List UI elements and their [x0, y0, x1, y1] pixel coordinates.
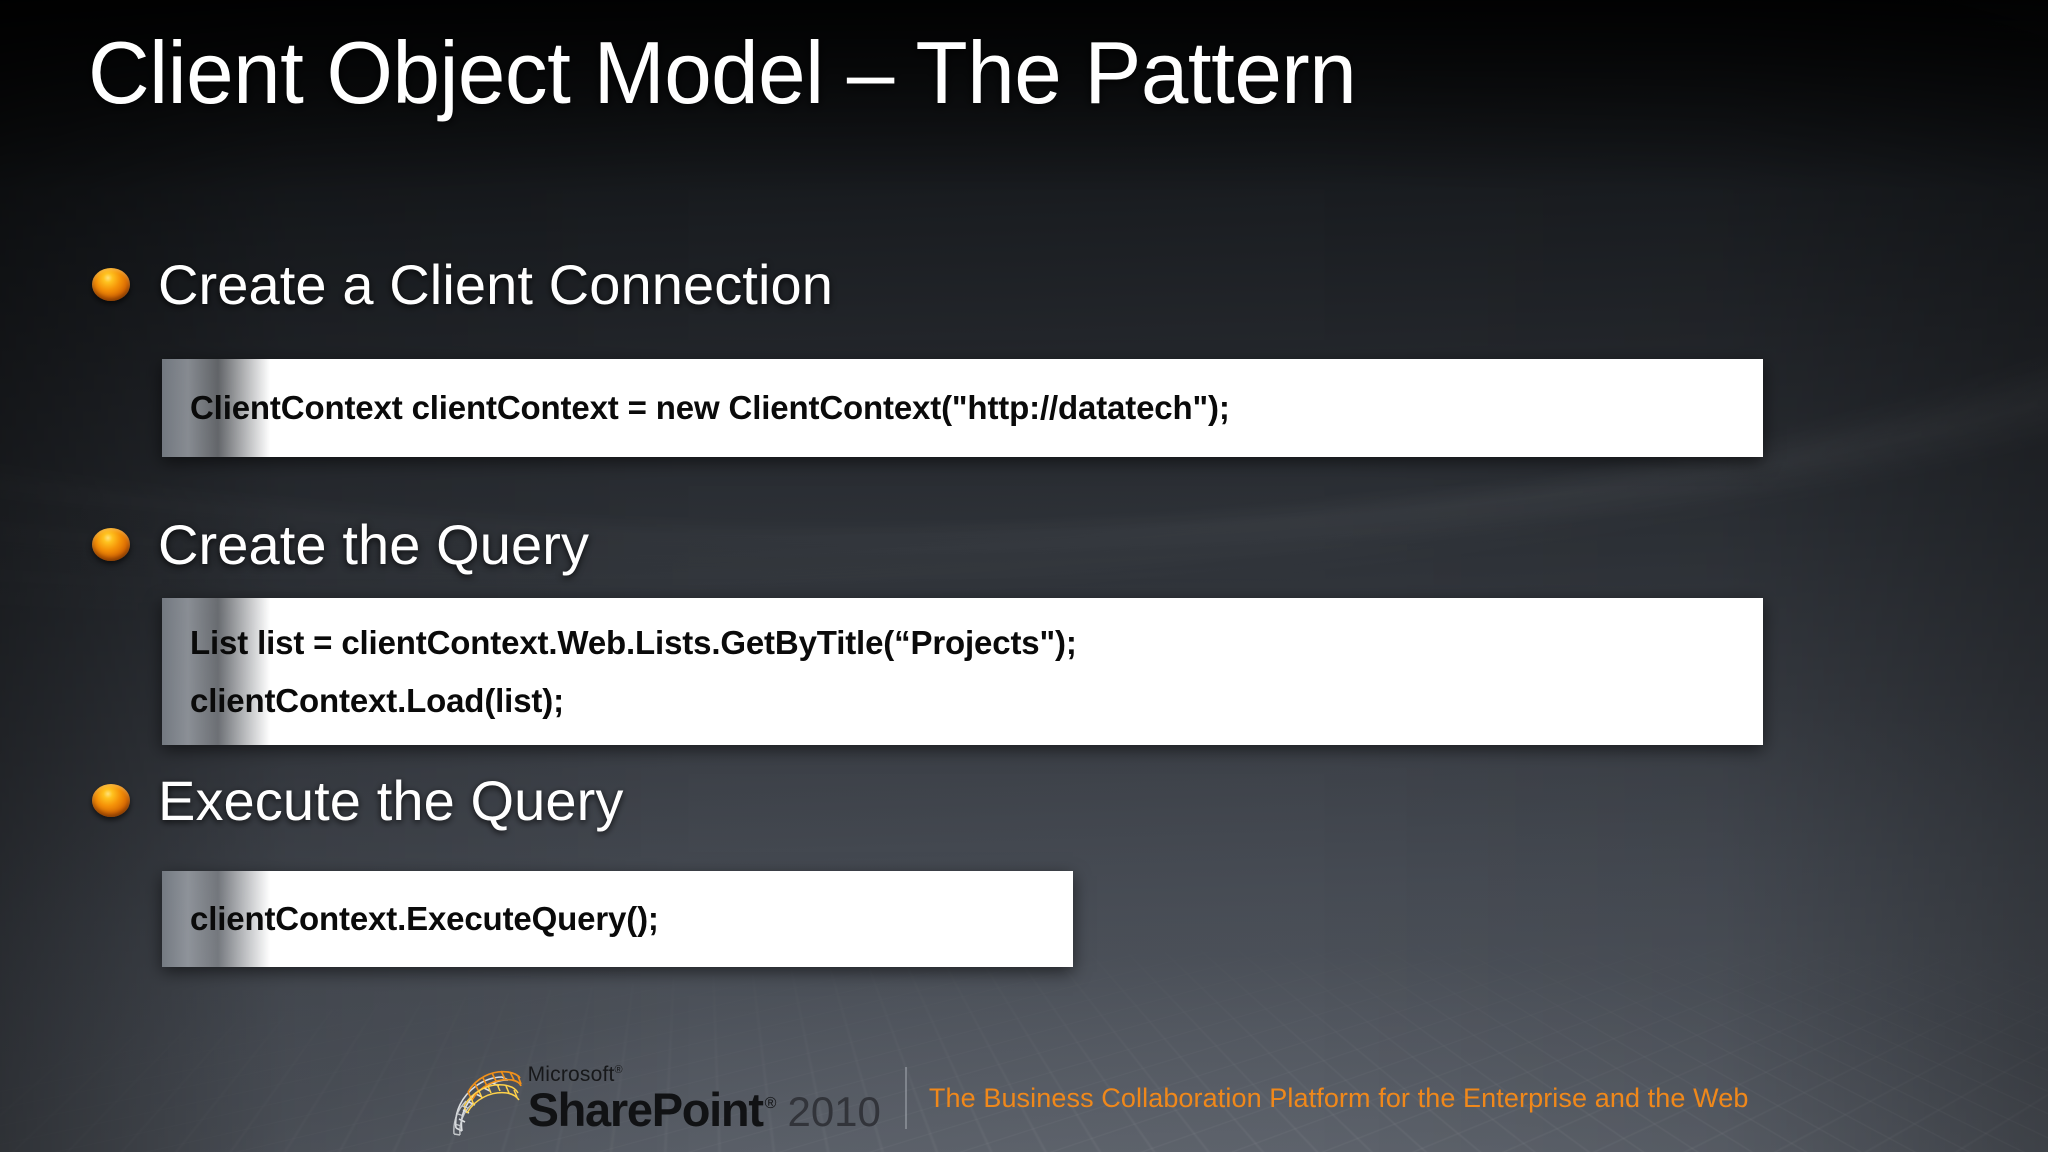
microsoft-registered-mark: ®	[614, 1063, 623, 1076]
code-line: clientContext.Load(list);	[190, 681, 564, 719]
bullet-label: Create a Client Connection	[158, 253, 833, 316]
microsoft-text: Microsoft	[527, 1062, 615, 1086]
code-line: ClientContext clientContext = new Client…	[190, 389, 1230, 426]
code-box-execute-query: clientContext.ExecuteQuery();	[162, 871, 1073, 967]
slide-footer: Microsoft® SharePoint ® 2010 The Busines…	[0, 1044, 2048, 1152]
sharepoint-year: 2010	[787, 1087, 881, 1135]
bullet-sphere-icon	[92, 268, 130, 301]
background-top-shade	[0, 0, 2048, 190]
microsoft-label: Microsoft®	[528, 1064, 881, 1085]
bullet-item-create-the-query: Create the Query	[92, 512, 589, 577]
footer-branding: Microsoft® SharePoint ® 2010 The Busines…	[450, 1060, 1749, 1136]
bullet-label: Execute the Query	[158, 769, 624, 832]
footer-tagline: The Business Collaboration Platform for …	[928, 1082, 1749, 1113]
sharepoint-product-name: SharePoint	[527, 1082, 764, 1136]
sharepoint-logo-icon	[452, 1070, 522, 1136]
footer-divider	[904, 1067, 907, 1129]
code-line: List list = clientContext.Web.Lists.GetB…	[190, 623, 1077, 661]
bullet-sphere-icon	[92, 528, 130, 561]
sharepoint-wordmark: Microsoft® SharePoint ® 2010	[528, 1064, 881, 1133]
bullet-item-execute-the-query: Execute the Query	[92, 768, 624, 833]
product-name-row: SharePoint ® 2010	[528, 1086, 881, 1133]
bullet-label: Create the Query	[158, 513, 590, 576]
code-box-create-query: List list = clientContext.Web.Lists.GetB…	[162, 598, 1763, 745]
bullet-item-create-a-client-connection: Create a Client Connection	[92, 252, 833, 317]
bullet-sphere-icon	[92, 784, 130, 817]
code-line: clientContext.ExecuteQuery();	[190, 900, 659, 937]
code-box-client-connection: ClientContext clientContext = new Client…	[162, 359, 1763, 457]
slide-title: Client Object Model – The Pattern	[88, 23, 1357, 122]
sharepoint-registered-mark: ®	[764, 1094, 777, 1112]
